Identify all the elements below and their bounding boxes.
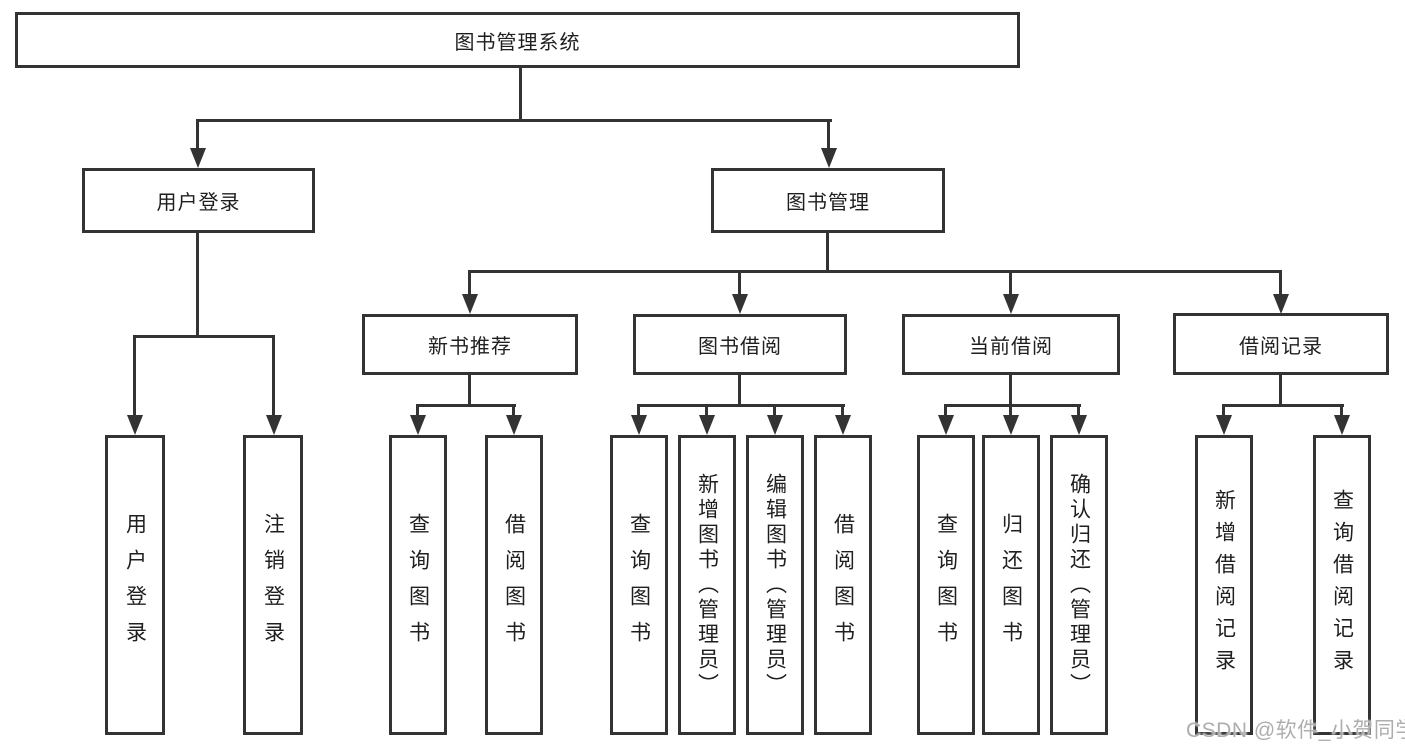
watermark-text: CSDN @软件_小贺同学 <box>1186 719 1405 742</box>
arrowhead-leaf <box>835 415 851 435</box>
leaf-add-borrow-record: 新增借阅记录 <box>1195 435 1253 735</box>
arrowhead-leaf <box>1071 415 1087 435</box>
arrowhead-current <box>1003 294 1019 314</box>
connector-drop <box>1009 404 1012 415</box>
node-library-management-system: 图书管理系统 <box>15 12 1020 68</box>
connector-newbook-stem <box>468 375 471 407</box>
connector-drop <box>1222 404 1225 415</box>
connector-records-stem <box>1279 375 1282 407</box>
leaf-label: 确认归还（管理员） <box>1067 472 1091 698</box>
connector-borrowing-stem <box>738 375 741 407</box>
leaf-label: 注销登录 <box>261 513 285 657</box>
leaf-borrow-books-borrowing: 借阅图书 <box>814 435 872 735</box>
leaf-label: 编辑图书（管理员） <box>763 472 787 698</box>
connector-current-bar <box>944 404 1081 407</box>
node-label: 图书管理 <box>786 192 870 214</box>
node-book-management: 图书管理 <box>711 168 945 233</box>
leaf-query-borrow-record: 查询借阅记录 <box>1313 435 1371 735</box>
node-new-book-recommendation: 新书推荐 <box>362 314 578 375</box>
connector-root-stem <box>519 67 522 120</box>
connector-newbook-bar <box>416 404 516 407</box>
connector-current-stem <box>1009 375 1012 407</box>
node-label: 图书借阅 <box>698 336 782 358</box>
connector-leaf-logout-drop <box>272 335 275 415</box>
arrowhead-records <box>1273 294 1289 314</box>
leaf-label: 归还图书 <box>999 513 1023 657</box>
node-borrowing-records: 借阅记录 <box>1173 313 1389 375</box>
connector-user-bar <box>133 335 275 338</box>
leaf-label: 查询图书 <box>627 513 651 657</box>
arrowhead-book-mgmt <box>821 148 837 168</box>
node-book-borrowing: 图书借阅 <box>633 314 847 375</box>
connector-drop <box>416 404 419 415</box>
arrowhead-leaf <box>1003 415 1019 435</box>
connector-current-drop <box>1009 270 1012 294</box>
connector-drop <box>1077 404 1080 415</box>
leaf-label: 用户登录 <box>123 513 147 657</box>
leaf-label: 查询图书 <box>406 513 430 657</box>
arrowhead-leaf <box>699 415 715 435</box>
connector-borrowing-bar <box>637 404 845 407</box>
leaf-query-books-current: 查询图书 <box>917 435 975 735</box>
leaf-confirm-return-admin: 确认归还（管理员） <box>1050 435 1108 735</box>
leaf-user-login: 用户登录 <box>105 435 165 735</box>
connector-user-stem <box>196 233 199 338</box>
arrowhead-leaf <box>938 415 954 435</box>
arrowhead-borrowing <box>732 294 748 314</box>
connector-drop <box>705 404 708 415</box>
node-label: 用户登录 <box>156 192 241 214</box>
connector-records-drop <box>1279 270 1282 294</box>
connector-drop <box>944 404 947 415</box>
connector-newbook-drop <box>468 270 471 294</box>
arrowhead-leaf <box>1216 415 1232 435</box>
connector-mgmt-bar <box>468 270 1282 273</box>
leaf-query-books-borrowing: 查询图书 <box>610 435 668 735</box>
leaf-return-books: 归还图书 <box>982 435 1040 735</box>
arrowhead-user-login <box>190 148 206 168</box>
arrowhead-leaf <box>767 415 783 435</box>
arrowhead-newbook <box>462 294 478 314</box>
leaf-edit-book-admin: 编辑图书（管理员） <box>746 435 804 735</box>
leaf-add-book-admin: 新增图书（管理员） <box>678 435 736 735</box>
connector-drop <box>512 404 515 415</box>
connector-drop <box>637 404 640 415</box>
arrowhead-leaf <box>1334 415 1350 435</box>
leaf-query-books-recommendation: 查询图书 <box>389 435 447 735</box>
connector-user-login-drop <box>196 119 199 149</box>
connector-records-bar <box>1222 404 1344 407</box>
connector-borrowing-drop <box>738 270 741 294</box>
node-user-login: 用户登录 <box>82 168 315 233</box>
arrowhead-leaf-logout <box>266 415 282 435</box>
node-label: 借阅记录 <box>1239 335 1323 358</box>
leaf-borrow-books-recommendation: 借阅图书 <box>485 435 543 735</box>
node-label: 图书管理系统 <box>454 31 581 54</box>
leaf-label: 借阅图书 <box>502 513 526 657</box>
leaf-label: 新增图书（管理员） <box>695 472 719 698</box>
connector-drop <box>1340 404 1343 415</box>
arrowhead-leaf-login <box>127 415 143 435</box>
connector-drop <box>773 404 776 415</box>
connector-root-bar <box>196 119 832 122</box>
connector-mgmt-stem <box>826 233 829 273</box>
node-label: 当前借阅 <box>969 336 1053 358</box>
connector-book-mgmt-drop <box>827 119 830 149</box>
arrowhead-leaf <box>506 415 522 435</box>
arrowhead-leaf <box>631 415 647 435</box>
leaf-label: 新增借阅记录 <box>1212 489 1236 681</box>
leaf-label: 借阅图书 <box>831 513 855 657</box>
arrowhead-leaf <box>410 415 426 435</box>
connector-drop <box>841 404 844 415</box>
connector-leaf-login-drop <box>133 335 136 415</box>
leaf-logout: 注销登录 <box>243 435 303 735</box>
node-current-borrowing: 当前借阅 <box>902 314 1120 375</box>
node-label: 新书推荐 <box>428 336 512 358</box>
leaf-label: 查询图书 <box>934 513 958 657</box>
leaf-label: 查询借阅记录 <box>1330 489 1354 681</box>
